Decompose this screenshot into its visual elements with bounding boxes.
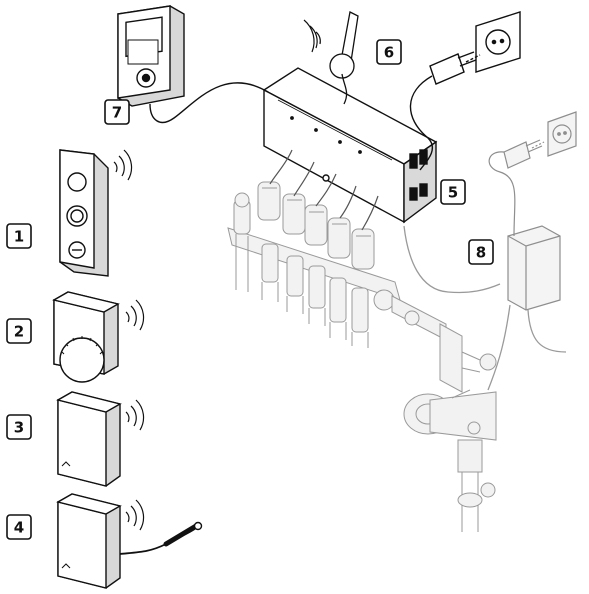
- callout-label: 1: [14, 228, 24, 246]
- antenna-signal-icon: [303, 19, 321, 53]
- ghost-wires: [403, 225, 567, 391]
- callout-4: 4: [6, 514, 32, 540]
- plug-insert-arrow: [465, 54, 481, 63]
- controller-wall-outlet: [475, 11, 521, 73]
- controller: [262, 67, 438, 224]
- interface-display: [117, 5, 269, 123]
- controller-plug: [409, 51, 481, 171]
- callout-5: 5: [440, 179, 466, 205]
- transformer-wall-outlet: [547, 111, 577, 157]
- callout-label: 6: [384, 44, 394, 62]
- basic-room-thermostat: [56, 391, 145, 487]
- manifold-coupling: [373, 289, 395, 311]
- signal-icon: [125, 399, 145, 431]
- programmable-room-thermostat: [59, 149, 133, 277]
- outlet-pipes: [261, 243, 369, 348]
- signal-icon: [113, 149, 133, 181]
- transformer-plug: [503, 139, 545, 169]
- actuator-wires: [269, 149, 379, 231]
- room-thermostat-with-floor-sensor: [56, 493, 203, 589]
- callout-label: 5: [448, 184, 458, 202]
- power-cable: [409, 75, 434, 171]
- callout-label: 3: [14, 419, 24, 437]
- power-transformer: [488, 151, 561, 311]
- display-cable: [149, 82, 269, 123]
- signal-icon: [125, 299, 145, 331]
- manifold-assembly: [227, 181, 497, 532]
- dial-room-thermostat: [52, 291, 145, 383]
- callout-label: 8: [476, 244, 486, 262]
- floor-sensor: [163, 523, 199, 547]
- antenna: [303, 11, 359, 105]
- callout-6: 6: [376, 39, 402, 65]
- circulation-pump: [403, 389, 497, 441]
- callout-7: 7: [104, 99, 130, 125]
- callout-label: 7: [112, 104, 122, 122]
- callout-2: 2: [6, 318, 32, 344]
- signal-icon: [125, 499, 145, 531]
- transformer-cable: [488, 151, 516, 237]
- callout-8: 8: [468, 239, 494, 265]
- display-screen: [127, 39, 159, 65]
- callout-label: 2: [14, 323, 24, 341]
- callout-3: 3: [6, 414, 32, 440]
- callout-label: 4: [14, 519, 24, 537]
- callout-1: 1: [6, 223, 32, 249]
- valve-actuators: [257, 181, 375, 270]
